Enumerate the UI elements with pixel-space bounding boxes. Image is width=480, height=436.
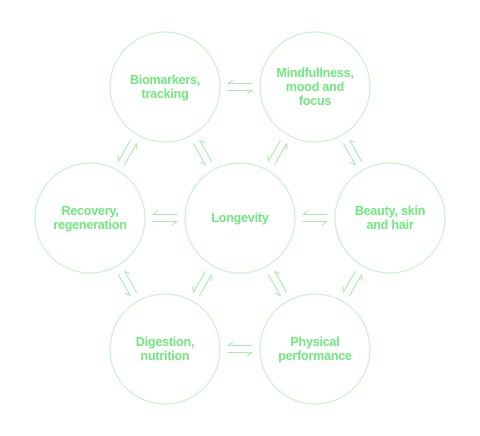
arrow-digestion-physical [227, 341, 253, 357]
arrow-mindfulness-longevity [267, 139, 288, 166]
arrow-biomarkers-longevity [192, 139, 213, 166]
node-label-longevity: Longevity [211, 211, 269, 225]
arrow-biomarkers-recovery [117, 139, 138, 166]
arrow-mindfulness-beauty [342, 139, 363, 166]
circle-beauty [334, 162, 446, 274]
node-digestion: Digestion,nutrition [110, 294, 220, 404]
node-biomarkers: Biomarkers,tracking [110, 32, 220, 142]
circle-longevity [184, 162, 296, 274]
node-recovery: Recovery,regeneration [35, 163, 145, 273]
arrow-longevity-digestion [192, 270, 213, 297]
node-label-biomarkers: Biomarkers,tracking [129, 73, 201, 101]
circle-physical [259, 293, 371, 405]
circle-digestion [109, 293, 221, 405]
circle-mindfulness [259, 31, 371, 143]
arrow-recovery-longevity [152, 210, 178, 226]
arrow-longevity-physical [267, 270, 288, 297]
node-label-digestion: Digestion,nutrition [135, 335, 195, 363]
node-longevity: Longevity [185, 163, 295, 273]
node-label-recovery: Recovery,regeneration [53, 204, 127, 232]
arrow-biomarkers-mindfulness [227, 79, 253, 95]
arrow-longevity-beauty [302, 210, 328, 226]
arrow-recovery-digestion [117, 270, 138, 297]
circle-biomarkers [109, 31, 221, 143]
circle-recovery [34, 162, 146, 274]
arrow-beauty-physical [342, 270, 363, 297]
